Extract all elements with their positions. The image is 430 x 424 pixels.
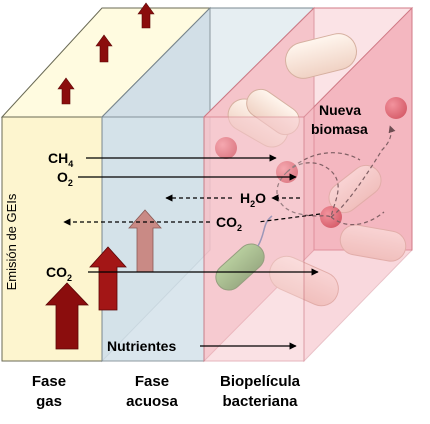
aqueous-phase-label-line1: Fase <box>135 373 169 390</box>
co2-right-arrow-tail <box>257 213 321 223</box>
light-up-arrow <box>128 209 162 273</box>
gas-phase-up-arrows <box>45 209 162 350</box>
biomass-cell <box>285 33 357 79</box>
medium-up-arrow <box>89 246 127 311</box>
top-face-arrows <box>57 2 155 105</box>
o2-label: O2 <box>57 169 73 188</box>
co2-right-label: CO2 <box>216 214 242 233</box>
co2-left-label: CO2 <box>46 264 72 283</box>
ch4-label: CH4 <box>48 150 73 169</box>
molecule-labels: CH4 O2 H2O CO2 CO2 Nutrientes Nueva biom… <box>46 102 368 354</box>
gas-phase-label-line1: Fase <box>32 373 66 390</box>
gas-phase-block <box>0 7 212 362</box>
up-arrow <box>95 34 113 63</box>
up-arrow <box>57 77 75 105</box>
h2o-label: H2O <box>240 190 266 209</box>
red-ball <box>385 97 407 119</box>
biomass-cell <box>339 224 407 262</box>
biofilm-label-line2: bacteriana <box>222 393 298 410</box>
gas-phase-label-line2: gas <box>36 393 62 410</box>
ghg-emission-label: Emisión de GEIs <box>4 193 19 290</box>
up-arrow <box>137 2 155 29</box>
new-biomass-label-line2: biomasa <box>311 121 368 137</box>
column-labels: Fase gas Fase acuosa Biopelícula bacteri… <box>32 373 301 410</box>
biofilm-label-line1: Biopelícula <box>220 373 301 390</box>
aqueous-phase-label-line2: acuosa <box>126 393 178 410</box>
flow-arrows <box>63 154 321 350</box>
large-up-arrow <box>45 282 89 350</box>
nutrients-label: Nutrientes <box>107 338 176 354</box>
new-biomass-label-line1: Nueva <box>319 102 361 118</box>
